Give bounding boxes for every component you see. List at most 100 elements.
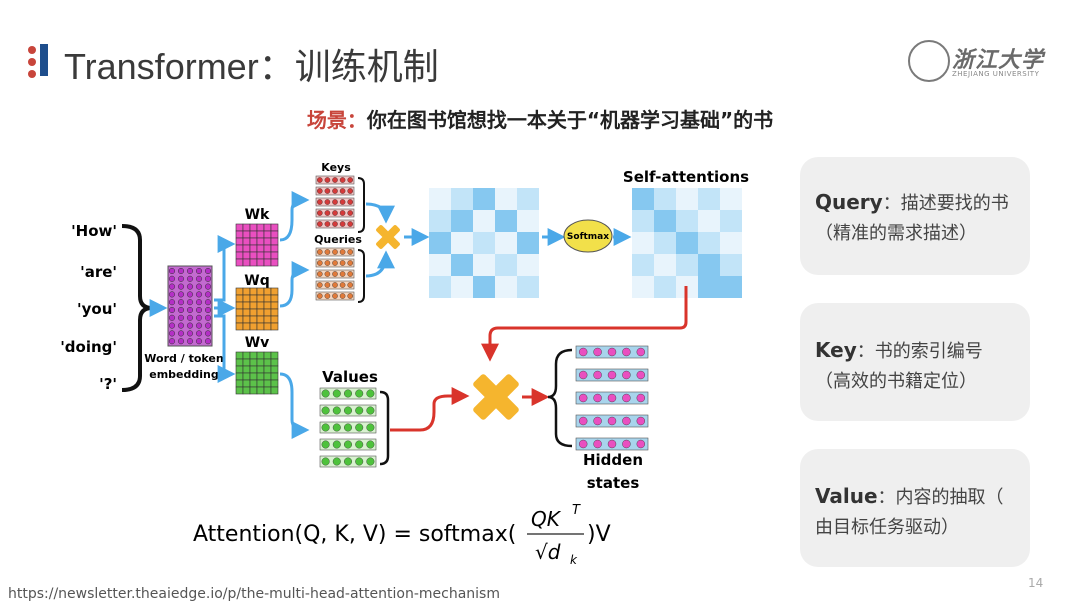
formula-rhs: )V — [587, 522, 611, 547]
matrix-cell — [263, 386, 272, 395]
attention-formula: Attention(Q, K, V) = softmax( QK T √d k … — [193, 503, 611, 567]
matrix-cell — [270, 308, 279, 317]
matrix-cell — [256, 358, 265, 367]
attention-diagram: 'How' 'are' 'you' 'doing' '?' Word / tok… — [60, 161, 749, 567]
matrix-cell — [235, 386, 244, 395]
matrix-cell — [249, 315, 258, 324]
vector-dot — [316, 282, 323, 288]
vector-dot — [622, 370, 631, 380]
key-term: Key — [815, 338, 857, 362]
vector-dot — [344, 440, 353, 449]
matrix-cell — [263, 308, 272, 317]
formula-lhs: Attention(Q, K, V) = softmax( — [193, 522, 516, 547]
heatmap-cell — [451, 232, 473, 254]
embedding-dot — [186, 291, 194, 298]
word-token: 'you' — [77, 300, 117, 318]
matrix-cell — [242, 301, 251, 310]
value-description: ：内容的抽取（ 由目标任务驱动） — [815, 487, 1004, 538]
embedding-dot — [195, 330, 203, 337]
values-label: Values — [322, 368, 378, 386]
matrix-cell — [235, 351, 244, 360]
matrix-cell — [256, 315, 265, 324]
vector-dot — [324, 260, 331, 266]
matrix-cell — [249, 237, 258, 246]
matrix-cell — [235, 358, 244, 367]
heatmap-cell — [495, 210, 517, 232]
matrix-cell — [249, 301, 258, 310]
logo-text: 浙江大学 — [952, 47, 1045, 73]
vector-dot — [324, 199, 331, 205]
vector-dot — [347, 221, 354, 227]
matrix-cell — [235, 315, 244, 324]
vector-dot — [316, 249, 323, 255]
wv-label: Wv — [245, 335, 270, 351]
vector-dot — [339, 199, 346, 205]
embedding-dot — [177, 322, 185, 329]
matrix-cell — [249, 251, 258, 260]
vector-dot — [622, 439, 631, 449]
embedding-dot — [168, 283, 176, 290]
arrow-to-wv — [214, 314, 236, 383]
matrix-cell — [249, 358, 258, 367]
heatmap-cell — [632, 276, 654, 298]
heatmap-cell — [473, 276, 495, 298]
vector-dot — [339, 188, 346, 194]
matrix-cell — [256, 223, 265, 232]
arrow-wq-queries — [279, 261, 310, 308]
heatmap-cell — [429, 210, 451, 232]
vector-dot — [339, 293, 346, 299]
embedding-dot — [177, 283, 185, 290]
matrix-cell — [249, 308, 258, 317]
vector-dot — [636, 393, 645, 403]
heatmap-cell — [473, 254, 495, 276]
word-token: '?' — [99, 375, 117, 393]
key-description: ：书的索引编号（高效的书籍定位） — [815, 341, 983, 392]
matrix-cell — [270, 351, 279, 360]
matrix-cell — [256, 365, 265, 374]
matrix-cell — [235, 294, 244, 303]
embedding-dot — [186, 306, 194, 314]
arrow-to-wk — [214, 235, 236, 302]
matrix-cell — [270, 237, 279, 246]
embedding-dot — [186, 322, 194, 329]
matrix-cell — [263, 379, 272, 388]
vector-dot — [332, 177, 338, 183]
vector-dot — [332, 389, 341, 398]
embedding-dot — [204, 299, 212, 306]
vector-dot — [339, 177, 346, 183]
embedding-dot — [204, 283, 212, 290]
key-card: Key：书的索引编号（高效的书籍定位） — [800, 303, 1030, 421]
values-brace — [379, 390, 390, 466]
matrix-cell — [249, 223, 258, 232]
heatmap-cell — [429, 276, 451, 298]
vector-dot — [332, 249, 338, 255]
matrix-cell — [235, 372, 244, 381]
input-brace — [121, 224, 153, 392]
vector-dot — [324, 293, 331, 299]
vector-dot — [347, 293, 354, 299]
vector-dot — [339, 249, 346, 255]
matrix-cell — [263, 365, 272, 374]
heatmap-cell — [429, 254, 451, 276]
matrix-cell — [249, 294, 258, 303]
vector-dot — [321, 406, 330, 415]
wv-matrix — [235, 351, 279, 395]
vector-dot — [332, 406, 341, 415]
heatmap-cell — [720, 276, 742, 298]
vector-dot — [332, 440, 341, 449]
source-url[interactable]: https://newsletter.theaiedge.io/p/the-mu… — [8, 586, 500, 602]
heatmap-cell — [676, 254, 698, 276]
matrix-cell — [242, 358, 251, 367]
vector-dot — [321, 389, 330, 398]
matrix-cell — [242, 322, 251, 331]
heatmap-cell — [517, 210, 539, 232]
vector-dot — [355, 457, 364, 466]
embedding-dot — [168, 267, 176, 275]
vector-dot — [366, 406, 375, 415]
matrix-cell — [249, 258, 258, 267]
matrix-cell — [235, 237, 244, 246]
heatmap-cell — [495, 276, 517, 298]
matrix-cell — [249, 351, 258, 360]
word-token: 'How' — [71, 222, 117, 240]
query-term: Query — [815, 190, 883, 214]
